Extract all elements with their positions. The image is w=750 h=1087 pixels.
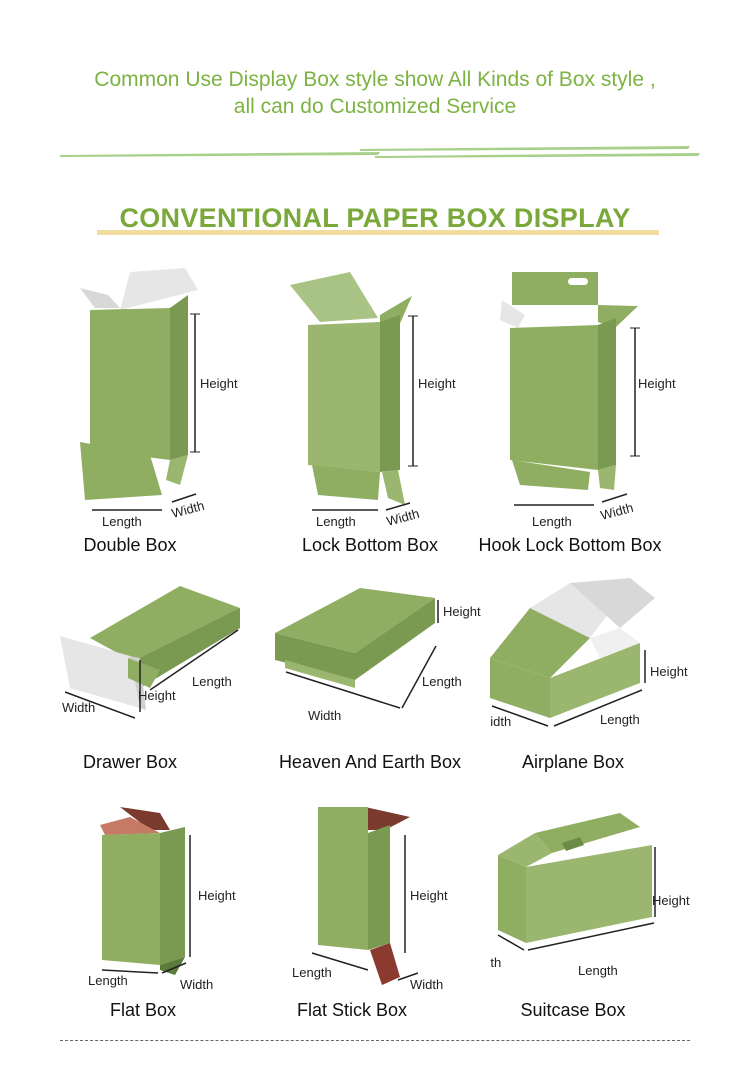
dim-width: Width	[308, 708, 341, 723]
dim-height: Height	[410, 888, 448, 903]
dim-height: Height	[198, 888, 236, 903]
flat-stick-box-illustration: Height Length Width	[292, 807, 448, 992]
box-label: Flat Stick Box	[296, 1000, 408, 1020]
dim-length: Length	[102, 514, 142, 529]
dim-width: Width	[490, 714, 511, 729]
box-label: Hook Lock Bottom Box	[478, 535, 662, 555]
header-line-1: Common Use Display Box style show All Ki…	[94, 68, 656, 91]
bottom-divider	[60, 1040, 690, 1041]
dim-width: Width	[410, 977, 443, 992]
flat-box-illustration: Height Length Width	[88, 807, 236, 992]
dim-height: Height	[652, 893, 690, 908]
airplane-box-illustration: Height Width Length	[490, 578, 688, 729]
box-label: Airplane Box	[521, 752, 625, 772]
dim-width: Width	[62, 700, 95, 715]
handle-icon	[562, 837, 584, 851]
dim-length: Length	[600, 712, 640, 727]
box-label: Heaven And Earth Box	[278, 752, 462, 772]
section-title-text: CONVENTIONAL PAPER BOX DISPLAY	[119, 203, 631, 233]
dim-length: Length	[422, 674, 462, 689]
header-line-2: all can do Customized Service	[233, 95, 517, 118]
header-text: Common Use Display Box style show All Ki…	[0, 66, 750, 120]
dim-height: Height	[138, 688, 176, 703]
dim-width: Width	[599, 500, 635, 523]
lock-bottom-box-illustration: Height Length Width	[290, 272, 456, 529]
dim-length: Length	[316, 514, 356, 529]
dim-length: Length	[88, 973, 128, 988]
title-underline	[97, 230, 659, 235]
box-grid: Height Length Width Double Box Height Le…	[0, 260, 750, 1050]
header-divider	[60, 146, 700, 158]
dim-height: Height	[443, 604, 481, 619]
hang-hole-icon	[568, 278, 588, 285]
dim-length: Length	[192, 674, 232, 689]
box-label: Drawer Box	[82, 752, 178, 772]
dim-height: Height	[200, 376, 238, 391]
box-label: Lock Bottom Box	[301, 535, 439, 555]
heaven-earth-box-illustration: Height Width Length	[275, 588, 481, 723]
dim-height: Height	[418, 376, 456, 391]
drawer-box-illustration: Width Height Length	[60, 586, 240, 719]
dim-length: Length	[578, 963, 618, 978]
dim-width: Width	[180, 977, 213, 992]
dim-length: Length	[292, 965, 332, 980]
dim-height: Height	[638, 376, 676, 391]
suitcase-box-illustration: Height Width Length	[490, 813, 690, 978]
dim-length: Length	[532, 514, 572, 529]
box-label: Double Box	[83, 535, 177, 555]
box-label: Suitcase Box	[520, 1000, 626, 1020]
box-label: Flat Box	[109, 1000, 177, 1020]
double-box-illustration: Height Length Width	[80, 268, 238, 529]
dim-width: Width	[490, 955, 501, 970]
dim-height: Height	[650, 664, 688, 679]
section-title: CONVENTIONAL PAPER BOX DISPLAY	[0, 203, 750, 234]
hook-lock-bottom-box-illustration: Height Length Width	[500, 272, 676, 529]
